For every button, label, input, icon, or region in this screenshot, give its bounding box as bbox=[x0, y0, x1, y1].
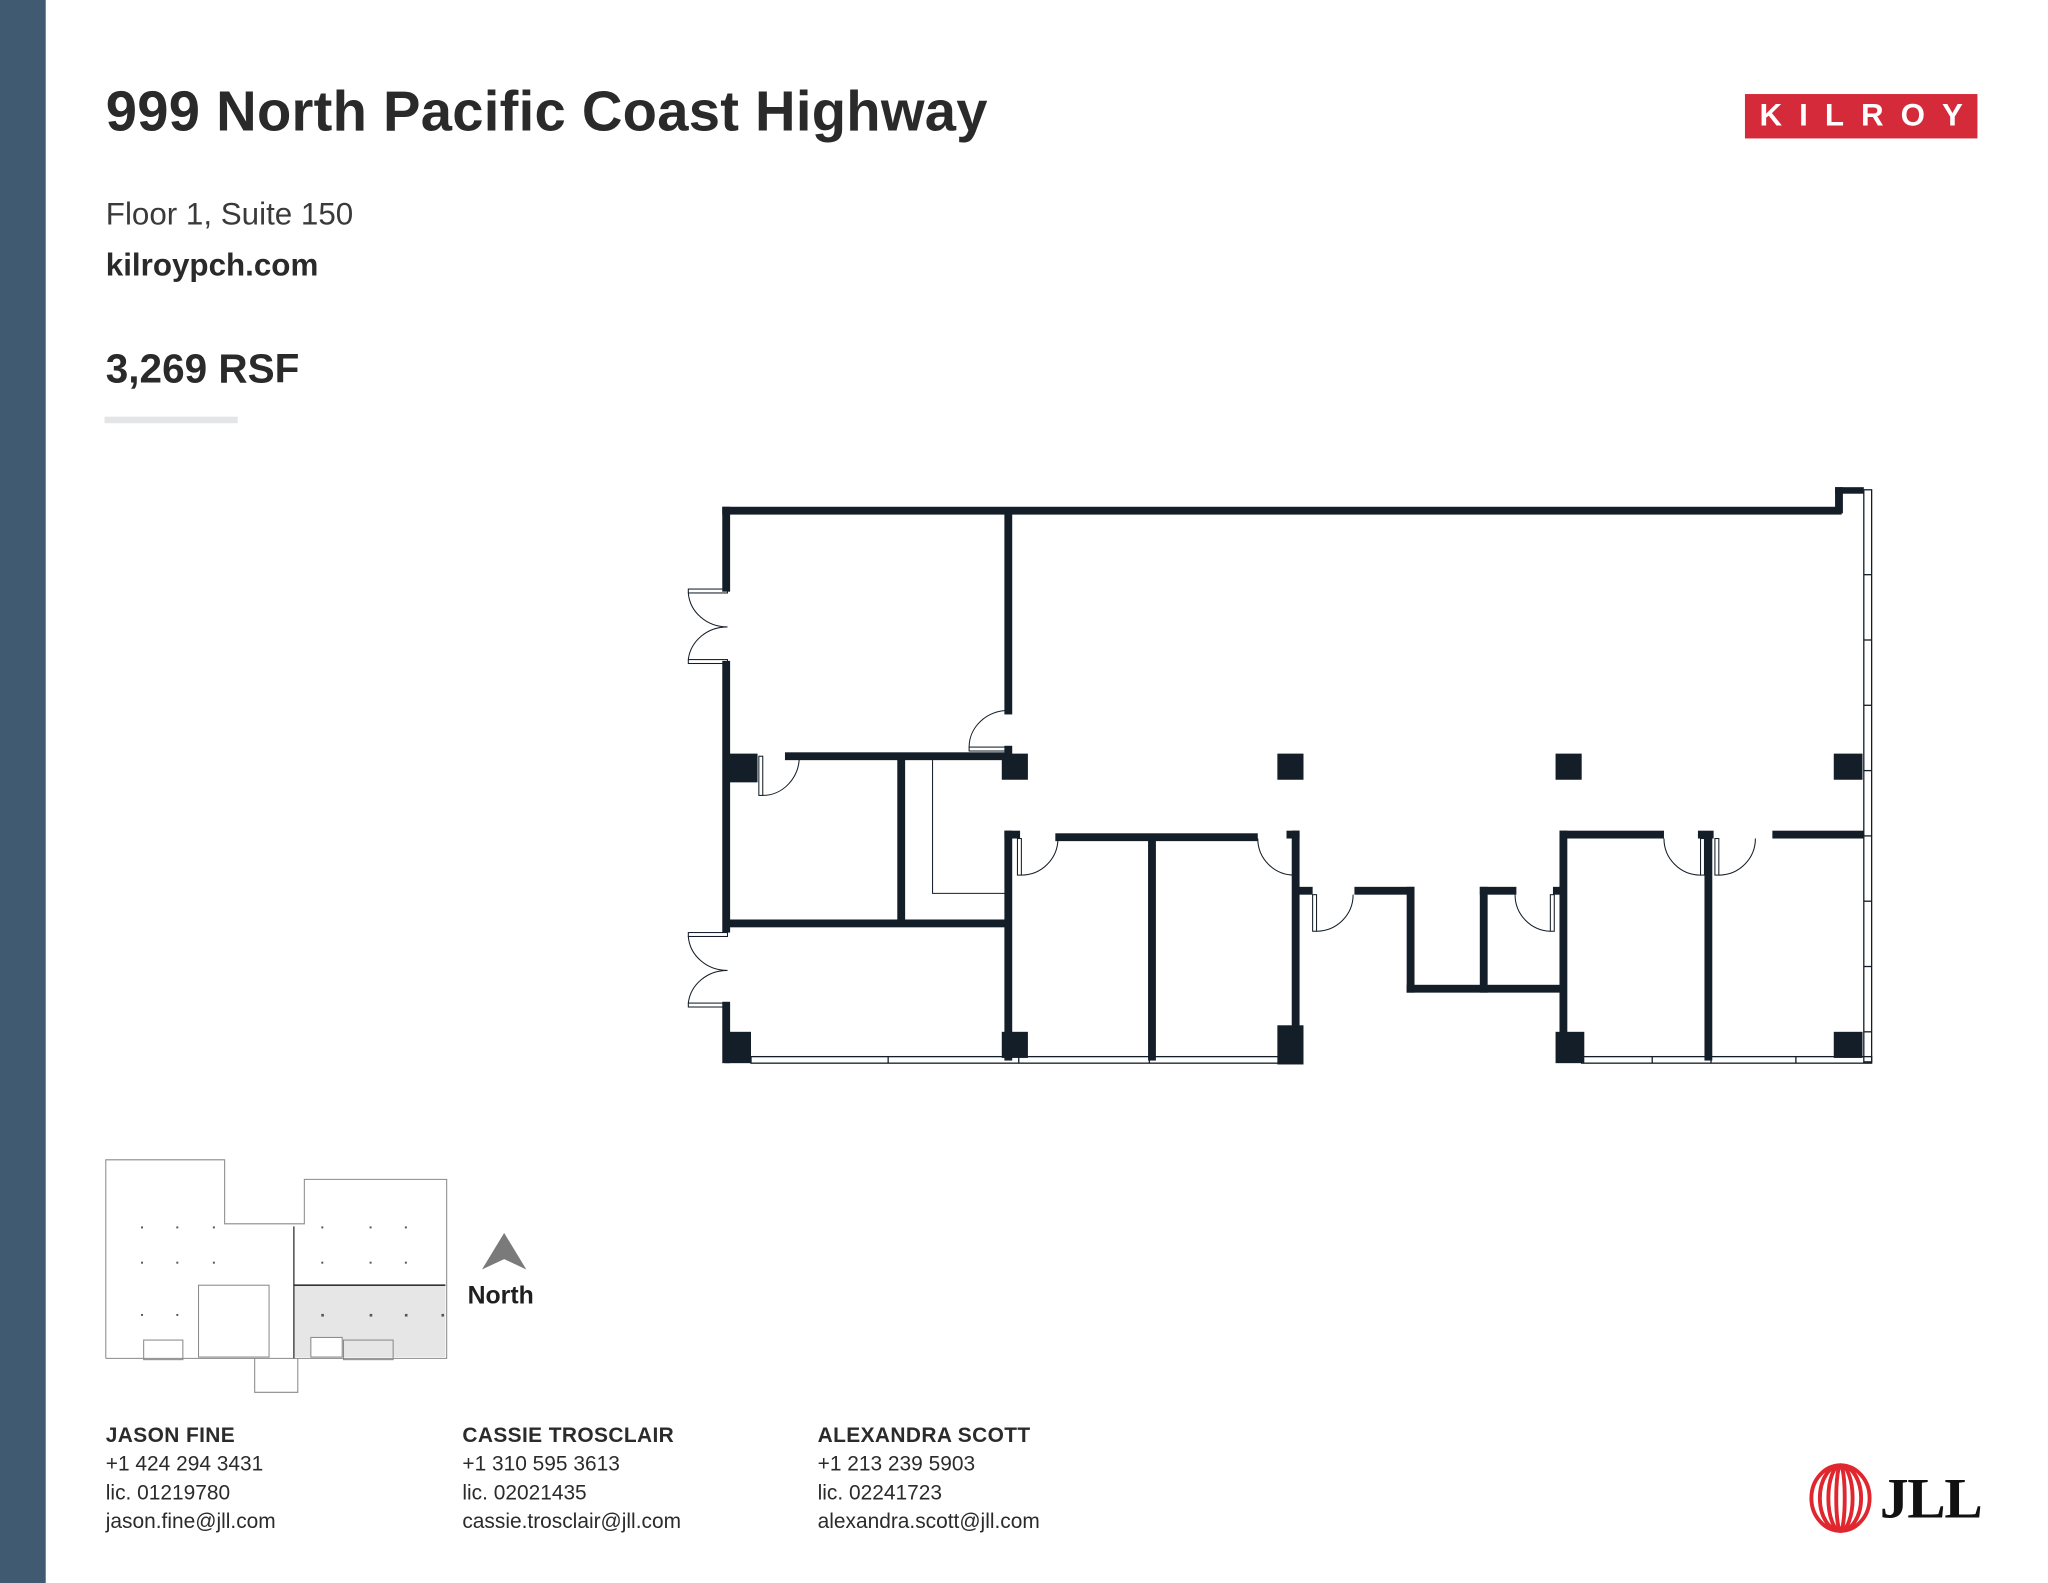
doors bbox=[687, 588, 1756, 1008]
key-plan bbox=[105, 1159, 448, 1393]
contact-name: CASSIE TROSCLAIR bbox=[462, 1424, 675, 1448]
contact-email[interactable]: jason.fine@jll.com bbox=[105, 1511, 276, 1534]
contact-email[interactable]: cassie.trosclair@jll.com bbox=[462, 1511, 681, 1534]
contact-card: CASSIE TROSCLAIR +1 310 595 3613 lic. 02… bbox=[462, 1422, 681, 1537]
jll-helix-icon bbox=[1809, 1463, 1872, 1533]
floor-suite-label: Floor 1, Suite 150 bbox=[105, 197, 354, 233]
contact-card: JASON FINE +1 424 294 3431 lic. 01219780… bbox=[106, 1422, 276, 1537]
contact-card: ALEXANDRA SCOTT +1 213 239 5903 lic. 022… bbox=[818, 1422, 1040, 1537]
contact-license: lic. 01219780 bbox=[105, 1482, 231, 1505]
website-link[interactable]: kilroypch.com bbox=[105, 248, 319, 284]
kilroy-logo: KILROY bbox=[1744, 94, 1980, 139]
curtain-wall bbox=[750, 489, 1873, 1064]
walls bbox=[722, 487, 1864, 1065]
kilroy-logo-text: KILROY bbox=[1759, 97, 1980, 134]
contact-phone[interactable]: +1 310 595 3613 bbox=[462, 1453, 620, 1476]
sidebar-accent-bar bbox=[0, 0, 46, 1583]
jll-logo: JLL bbox=[1809, 1458, 1983, 1539]
north-arrow-icon bbox=[481, 1232, 527, 1270]
contact-name: JASON FINE bbox=[105, 1424, 236, 1448]
contact-name: ALEXANDRA SCOTT bbox=[817, 1424, 1031, 1448]
contact-license: lic. 02241723 bbox=[817, 1482, 942, 1505]
north-label: North bbox=[467, 1282, 534, 1311]
rentable-area: 3,269 RSF bbox=[105, 346, 300, 392]
contact-phone[interactable]: +1 213 239 5903 bbox=[817, 1453, 976, 1476]
contact-phone[interactable]: +1 424 294 3431 bbox=[105, 1453, 264, 1476]
jll-logo-text: JLL bbox=[1879, 1466, 1983, 1531]
contact-email[interactable]: alexandra.scott@jll.com bbox=[817, 1511, 1040, 1534]
divider bbox=[104, 416, 238, 424]
contact-license: lic. 02021435 bbox=[462, 1482, 587, 1505]
page-title: 999 North Pacific Coast Highway bbox=[105, 80, 988, 144]
